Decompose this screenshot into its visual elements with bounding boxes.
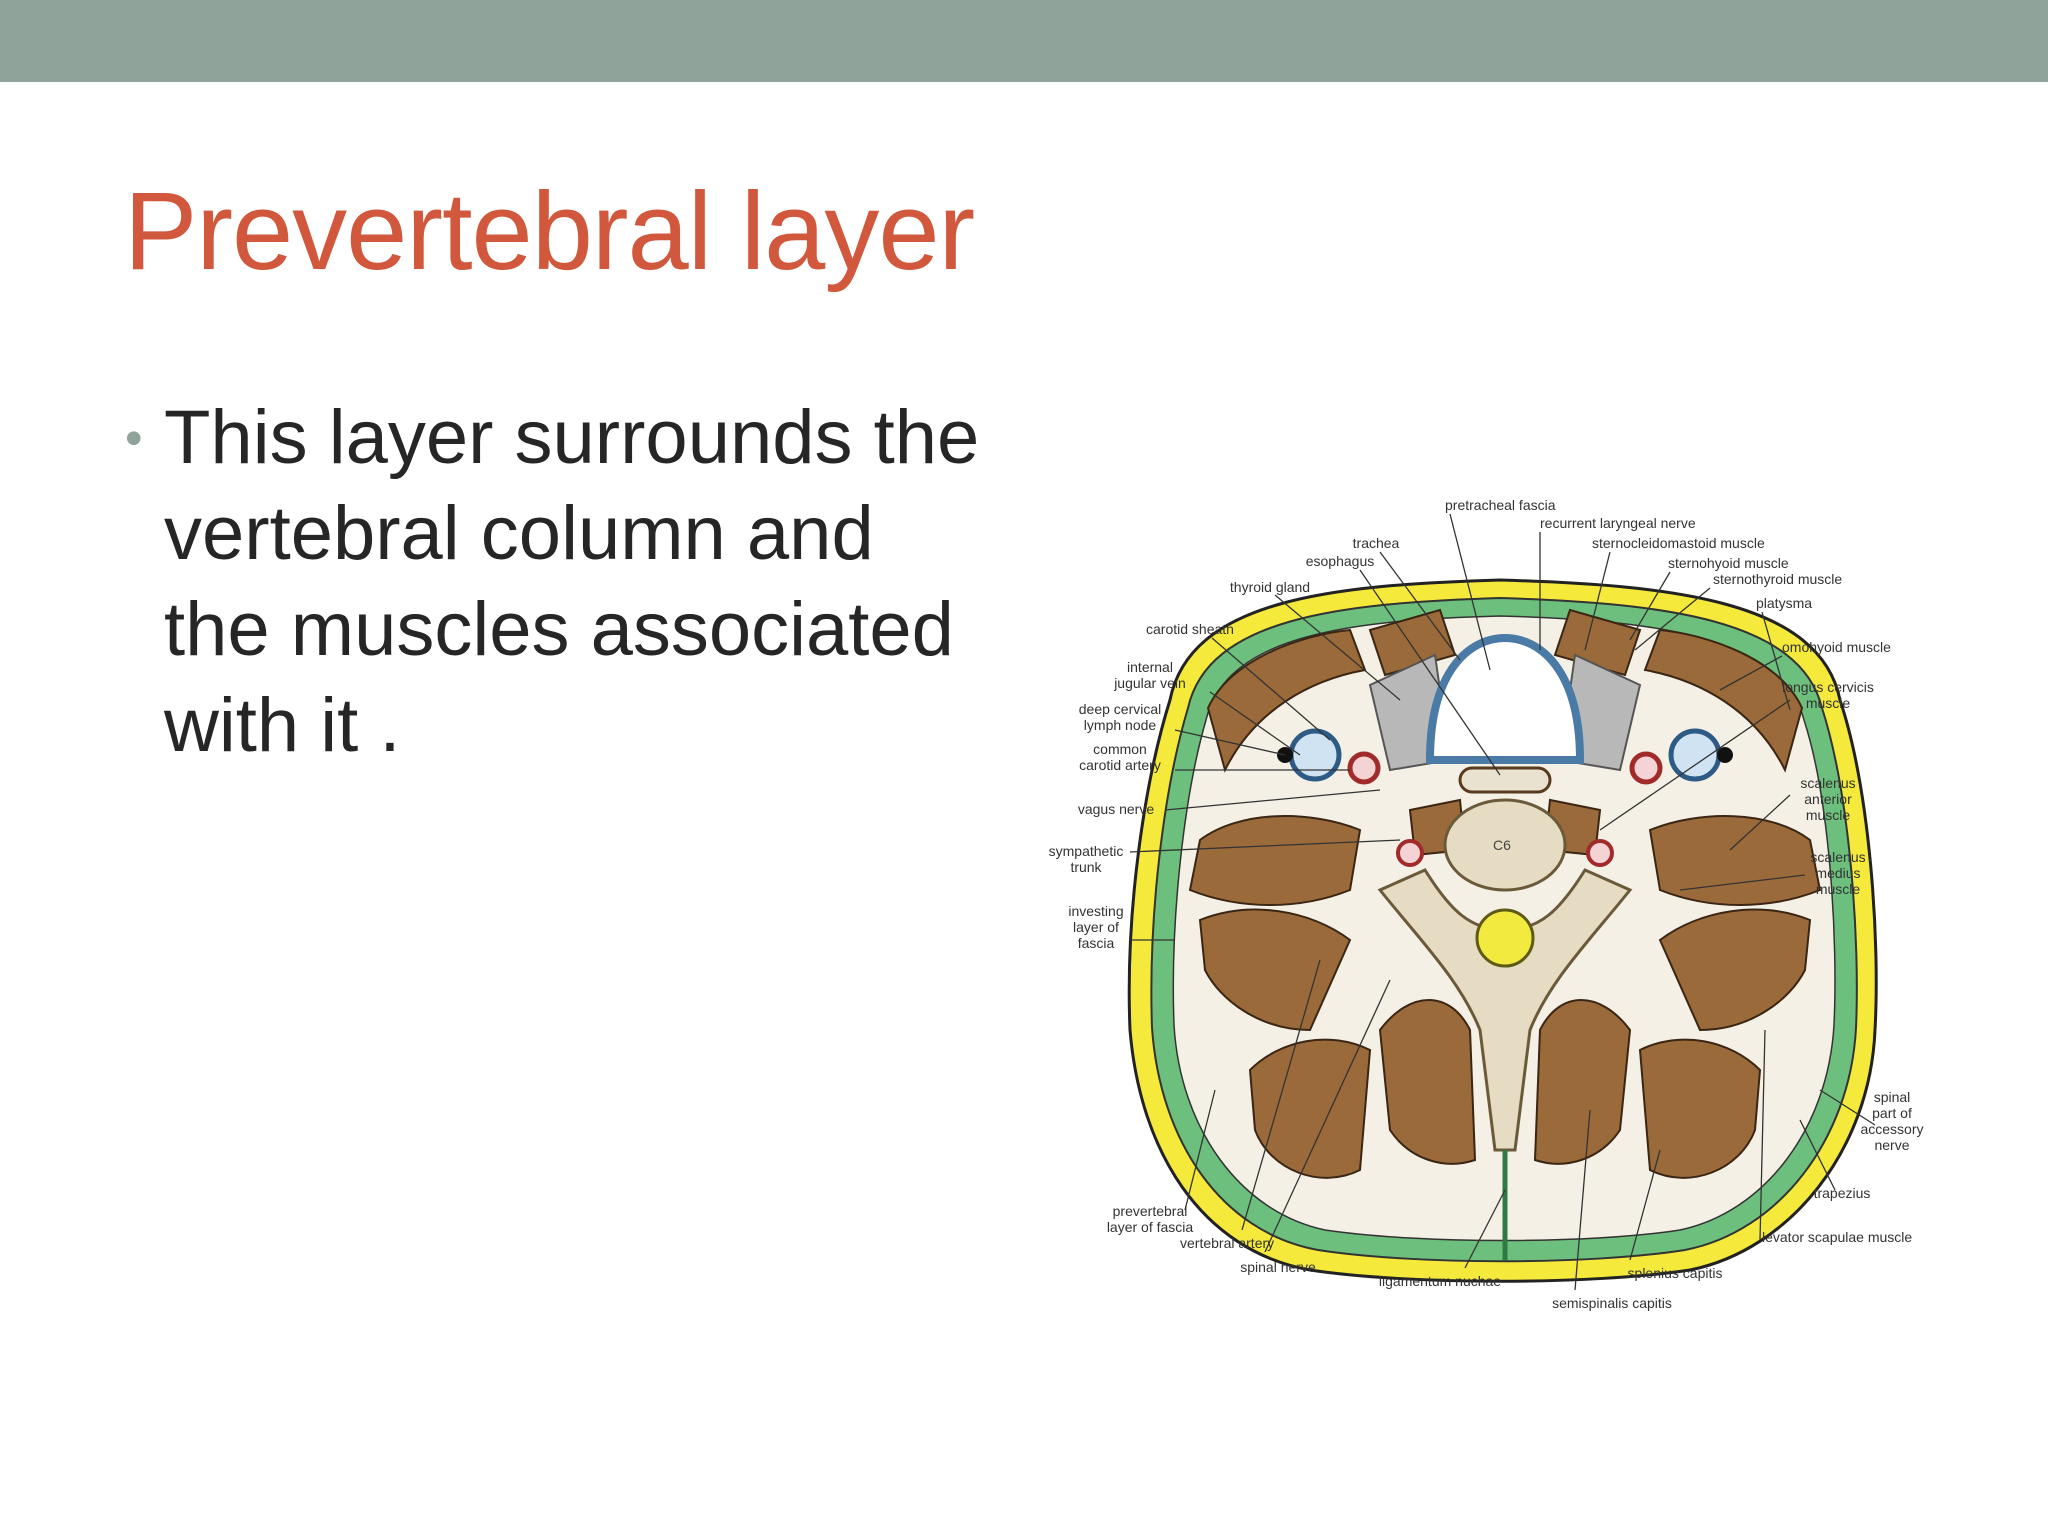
internal-jugular-right [1668,728,1722,782]
deep-back-muscle-left-1 [1198,908,1352,1032]
label-scalenus-medius-2: medius [1815,865,1860,881]
top-accent-bar [0,0,2048,82]
deep-back-muscle-right-1 [1658,908,1812,1032]
deep-back-muscle-left-3 [1378,999,1477,1165]
label-sympathetic-2: trunk [1070,859,1102,875]
slide-title: Prevertebral layer [124,170,975,293]
label-scalenus-anterior-1: scalenus [1800,775,1855,791]
vertebral-artery-left [1396,839,1424,867]
deep-back-muscle-left-2 [1248,1038,1372,1179]
label-thyroid-gland: thyroid gland [1230,579,1310,595]
label-internal-jugular-1: internal [1127,659,1173,675]
label-investing-1: investing [1068,903,1123,919]
label-omohyoid-muscle: omohyoid muscle [1782,639,1891,655]
label-sternothyroid-muscle: sternothyroid muscle [1713,571,1842,587]
label-scalenus-anterior-3: muscle [1806,807,1851,823]
label-longus-cervicis-2: muscle [1806,695,1851,711]
neck-cross-section-diagram: pretracheal fascia recurrent laryngeal n… [1049,497,1924,1311]
spinal-cord [1475,908,1535,968]
label-prevertebral-2: layer of fascia [1107,1219,1194,1235]
label-prevertebral-1: prevertebral [1113,1203,1188,1219]
bullet-list: • This layer surrounds the vertebral col… [120,390,980,774]
label-sternocleidomastoid-muscle: sternocleidomastoid muscle [1592,535,1765,551]
label-spinal-accessory-1: spinal [1874,1089,1911,1105]
label-scalenus-anterior-2: anterior [1804,791,1852,807]
label-scalenus-medius-3: muscle [1816,881,1861,897]
label-platysma: platysma [1756,595,1812,611]
deep-cervical-node-right [1717,747,1733,763]
label-investing-3: fascia [1078,935,1115,951]
common-carotid-left [1347,751,1381,785]
label-investing-2: layer of [1073,919,1119,935]
label-sternohyoid-muscle: sternohyoid muscle [1668,555,1789,571]
common-carotid-right [1629,751,1663,785]
vertebral-artery-right [1586,839,1614,867]
label-splenius-capitis: splenius capitis [1628,1265,1723,1281]
label-spinal-accessory-2: part of [1872,1105,1912,1121]
label-common-carotid-2: carotid artery [1079,757,1161,773]
label-vertebral-artery: vertebral artery [1180,1235,1274,1251]
label-esophagus: esophagus [1306,553,1375,569]
label-trapezius: trapezius [1814,1185,1871,1201]
label-common-carotid-1: common [1093,741,1147,757]
label-trachea: trachea [1353,535,1400,551]
bullet-text: This layer surrounds the vertebral colum… [164,395,980,768]
label-sympathetic-1: sympathetic [1049,843,1124,859]
bullet-item: • This layer surrounds the vertebral col… [120,390,980,774]
deep-back-muscle-right-2 [1638,1038,1762,1179]
diagram-labels: pretracheal fascia recurrent laryngeal n… [1049,497,1924,1311]
label-deep-cervical-1: deep cervical [1079,701,1162,717]
esophagus [1458,766,1552,794]
trachea [1425,633,1585,764]
label-levator-scapulae: levator scapulae muscle [1762,1229,1912,1245]
scalenus-right [1648,815,1822,906]
bullet-dot-icon: • [125,410,143,466]
label-carotid-sheath: carotid sheath [1146,621,1234,637]
internal-jugular-left [1288,728,1342,782]
label-spinal-nerve: spinal nerve [1240,1259,1316,1275]
scalenus-left [1188,815,1362,906]
label-spinal-accessory-3: accessory [1860,1121,1923,1137]
label-scalenus-medius-1: scalenus [1810,849,1865,865]
label-spinal-accessory-4: nerve [1874,1137,1909,1153]
label-longus-cervicis-1: longus cervicis [1782,679,1874,695]
label-recurrent-laryngeal-nerve: recurrent laryngeal nerve [1540,515,1696,531]
sternocleidomastoid-right [1643,628,1804,773]
label-c6: C6 [1493,837,1511,853]
deep-back-muscle-right-3 [1533,999,1632,1165]
label-deep-cervical-2: lymph node [1084,717,1157,733]
label-pretracheal-fascia: pretracheal fascia [1445,497,1556,513]
label-ligamentum-nuchae: ligamentum nuchae [1379,1273,1501,1289]
label-internal-jugular-2: jugular vein [1113,675,1186,691]
label-vagus-nerve: vagus nerve [1078,801,1154,817]
leader-lines [1129,513,1876,1291]
label-semispinalis-capitis: semispinalis capitis [1552,1295,1672,1311]
vertebral-body-c6 [1443,798,1567,892]
